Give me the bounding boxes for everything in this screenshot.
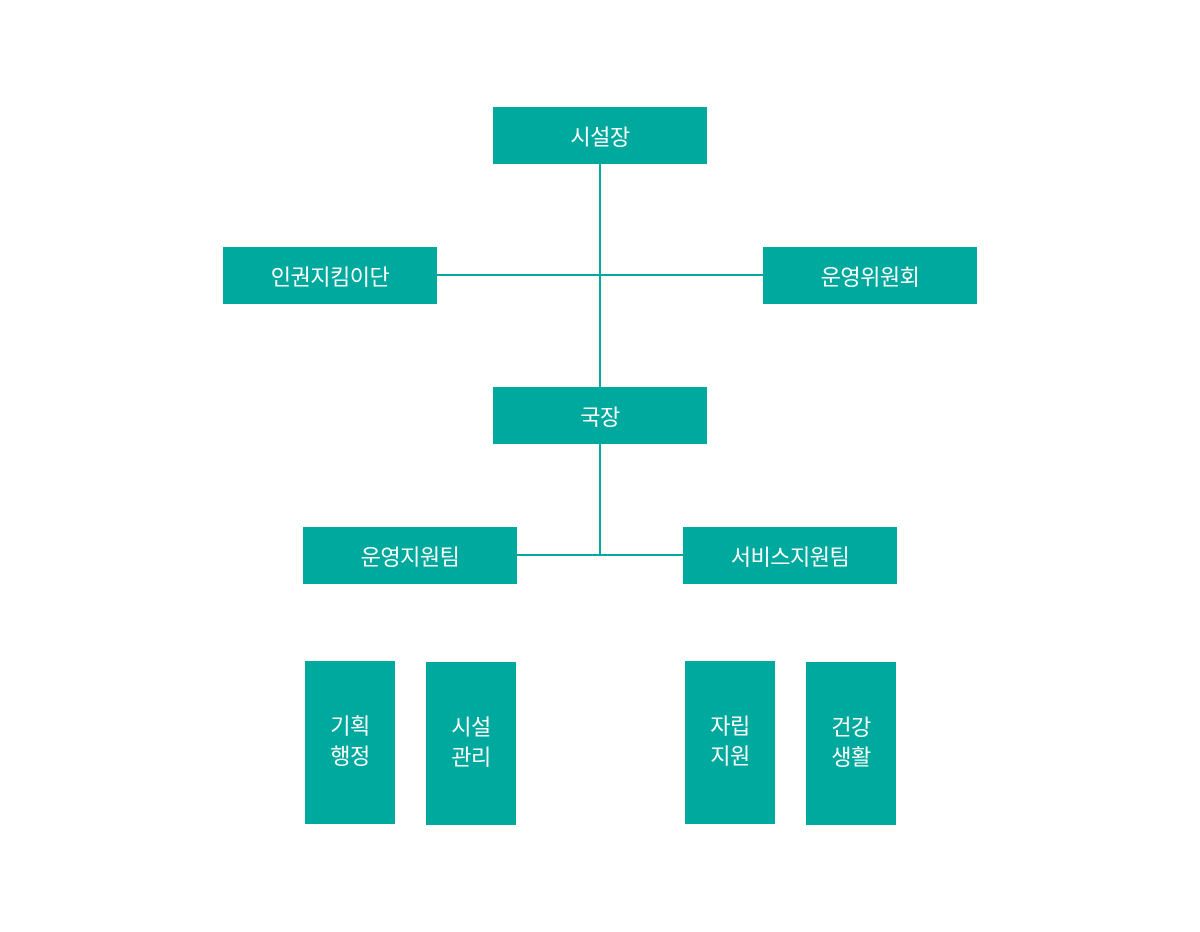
- unit-label-line1: 건강: [831, 715, 871, 741]
- unit-label-line1: 기획: [330, 714, 370, 740]
- bureau-chief-box: 국장: [493, 387, 707, 444]
- services-team-box: 서비스지원팀: [683, 527, 897, 584]
- operations-team-box: 운영지원팀: [303, 527, 517, 584]
- unit-label-line2: 관리: [451, 745, 491, 771]
- unit-label-line1: 시설: [451, 715, 491, 741]
- director-box: 시설장: [493, 107, 707, 164]
- unit-label-line1: 자립: [710, 714, 750, 740]
- human-rights-box: 인권지킴이단: [223, 247, 437, 304]
- connector-teams-horizontal: [516, 554, 683, 556]
- health-life-box: 건강 생활: [806, 662, 896, 825]
- services-team-label: 서비스지원팀: [730, 545, 850, 571]
- connector-chief-to-teams: [599, 444, 601, 554]
- independence-support-box: 자립 지원: [685, 661, 775, 824]
- human-rights-label: 인권지킴이단: [270, 265, 390, 291]
- steering-committee-label: 운영위원회: [820, 265, 920, 291]
- planning-admin-box: 기획 행정: [305, 661, 395, 824]
- director-label: 시설장: [570, 125, 630, 151]
- operations-team-label: 운영지원팀: [360, 545, 460, 571]
- facility-management-box: 시설 관리: [426, 662, 516, 825]
- bureau-chief-label: 국장: [580, 405, 620, 431]
- steering-committee-box: 운영위원회: [763, 247, 977, 304]
- unit-label-line2: 지원: [710, 744, 750, 770]
- connector-human-rights-to-committee: [436, 274, 763, 276]
- unit-label-line2: 행정: [330, 744, 370, 770]
- unit-label-line2: 생활: [831, 745, 871, 771]
